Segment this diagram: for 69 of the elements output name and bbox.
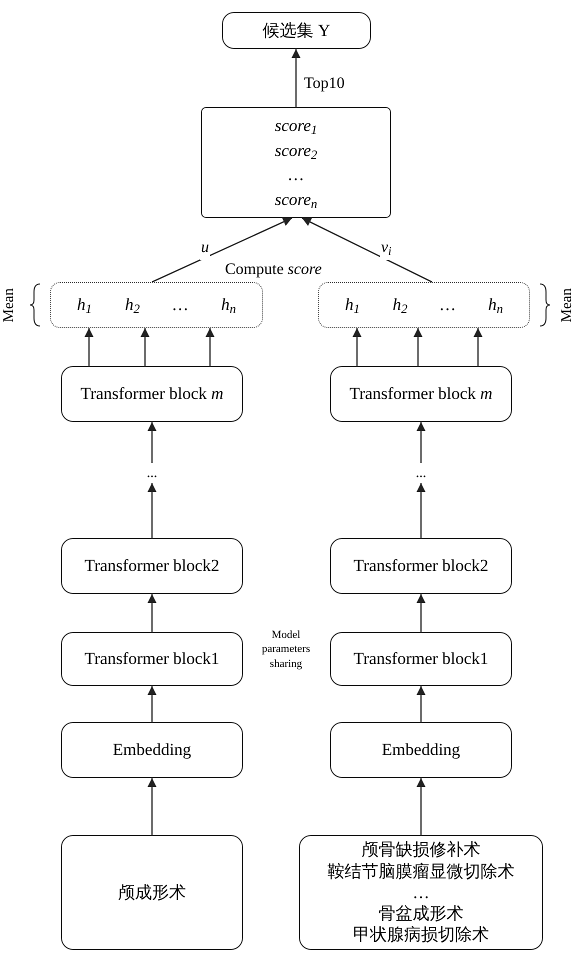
node-text: 甲状腺病损切除术 bbox=[353, 924, 489, 946]
edge-label: u bbox=[201, 239, 209, 256]
process-box bbox=[61, 835, 243, 950]
annotation-text: Compute score bbox=[225, 261, 322, 278]
arrow bbox=[84, 328, 94, 366]
process-box bbox=[201, 107, 391, 218]
process-box bbox=[330, 538, 512, 594]
process-box bbox=[330, 632, 512, 686]
arrow bbox=[292, 49, 300, 107]
arrow bbox=[416, 422, 426, 463]
node-text: … bbox=[288, 164, 304, 186]
annotation-text: Mean bbox=[558, 288, 575, 322]
node-text: 颅骨缺损修补术 bbox=[362, 839, 480, 861]
node-text: … bbox=[172, 294, 188, 316]
node-text: 候选集 Y bbox=[262, 20, 330, 42]
node-text: Transformer block1 bbox=[354, 648, 488, 670]
hidden-state-box bbox=[318, 282, 530, 328]
node-text: score$_{2}$ bbox=[274, 140, 318, 164]
edge-label: Top10 bbox=[304, 75, 345, 92]
arrow bbox=[416, 686, 426, 722]
process-box bbox=[61, 538, 243, 594]
process-box bbox=[61, 632, 243, 686]
node-text: h$_{2}$ bbox=[392, 294, 408, 318]
arrow bbox=[148, 594, 156, 632]
node-text: ... bbox=[416, 464, 426, 482]
process-box bbox=[61, 722, 243, 778]
node-text: … bbox=[440, 294, 456, 316]
arrow bbox=[302, 217, 432, 283]
node-text: score$_{n}$ bbox=[274, 188, 318, 213]
annotation-text: Mean bbox=[0, 288, 17, 322]
arrow bbox=[416, 594, 426, 632]
node-text: Embedding bbox=[382, 739, 460, 761]
node-text: Transformer block m bbox=[350, 383, 492, 405]
node-text: h$_{1}$ bbox=[77, 294, 92, 318]
node-text: 颅成形术 bbox=[118, 882, 186, 904]
node-text: Transformer block2 bbox=[84, 555, 220, 577]
arrow bbox=[206, 328, 214, 366]
node-text: Transformer block m bbox=[80, 383, 224, 405]
node-text: h$_{n}$ bbox=[488, 294, 503, 318]
node-text: Transformer block1 bbox=[84, 648, 220, 670]
process-box bbox=[222, 12, 371, 49]
node-text: 鞍结节脑膜瘤显微切除术 bbox=[328, 860, 514, 882]
arrow bbox=[148, 686, 156, 722]
arrow bbox=[140, 328, 150, 366]
arrow bbox=[352, 328, 362, 366]
edge-label: v$_{i}$ bbox=[381, 239, 392, 256]
process-box bbox=[299, 835, 543, 950]
process-box bbox=[330, 366, 512, 422]
arrow bbox=[152, 217, 292, 283]
arrow bbox=[414, 328, 422, 366]
node-text: Embedding bbox=[112, 739, 192, 761]
arrow bbox=[416, 778, 426, 835]
annotation-text: Model parameters sharing bbox=[262, 629, 310, 670]
node-text: h$_{n}$ bbox=[221, 294, 236, 318]
node-text: h$_{2}$ bbox=[124, 294, 140, 318]
arrow bbox=[148, 778, 156, 835]
node-text: h$_{1}$ bbox=[345, 294, 360, 318]
node-text: Transformer block2 bbox=[354, 555, 488, 577]
arrow bbox=[474, 328, 482, 366]
arrow bbox=[148, 483, 156, 538]
hidden-state-box bbox=[50, 282, 263, 328]
arrow bbox=[416, 483, 426, 538]
node-text: 骨盆成形术 bbox=[378, 903, 464, 924]
process-box bbox=[330, 722, 512, 778]
node-text: score$_{1}$ bbox=[274, 115, 318, 139]
node-text: ... bbox=[146, 464, 158, 482]
arrow bbox=[148, 422, 156, 463]
process-box bbox=[61, 366, 243, 422]
node-text: … bbox=[412, 882, 430, 904]
